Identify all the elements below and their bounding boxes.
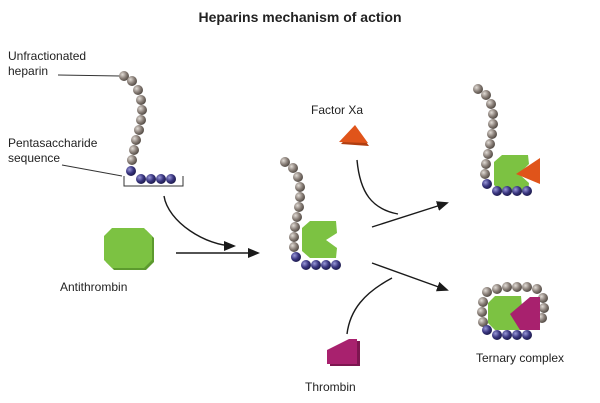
- leader-line-heparin: [57, 74, 121, 77]
- thrombin-shape: [327, 339, 360, 366]
- factor-xa-complex: [473, 84, 540, 196]
- heparin-antithrombin-complex: [280, 157, 341, 270]
- factor-xa-shape: [339, 125, 369, 146]
- arrow-to-ternary-complex: [371, 262, 449, 292]
- arrow-factor-xa-curve: [356, 159, 399, 215]
- arrow-to-factor-xa-complex: [371, 201, 449, 228]
- label-antithrombin: Antithrombin: [60, 280, 128, 294]
- leader-line-pentasaccharide: [61, 164, 123, 177]
- arrow-thrombin-curve: [346, 277, 393, 335]
- diagram-title: Heparins mechanism of action: [198, 9, 402, 25]
- ternary-complex: [477, 282, 549, 340]
- pentasaccharide-bracket: [123, 176, 184, 187]
- label-unfractionated-heparin: Unfractionated heparin: [8, 49, 87, 78]
- antithrombin-block: [104, 228, 154, 270]
- unfractionated-heparin-chain: [119, 71, 176, 184]
- label-pentasaccharide-sequence: Pentasaccharide sequence: [8, 136, 98, 165]
- arrow-heparin-binding: [163, 195, 236, 251]
- label-thrombin: Thrombin: [305, 380, 356, 394]
- label-ternary-complex: Ternary complex: [476, 351, 565, 365]
- label-factor-xa: Factor Xa: [311, 103, 364, 117]
